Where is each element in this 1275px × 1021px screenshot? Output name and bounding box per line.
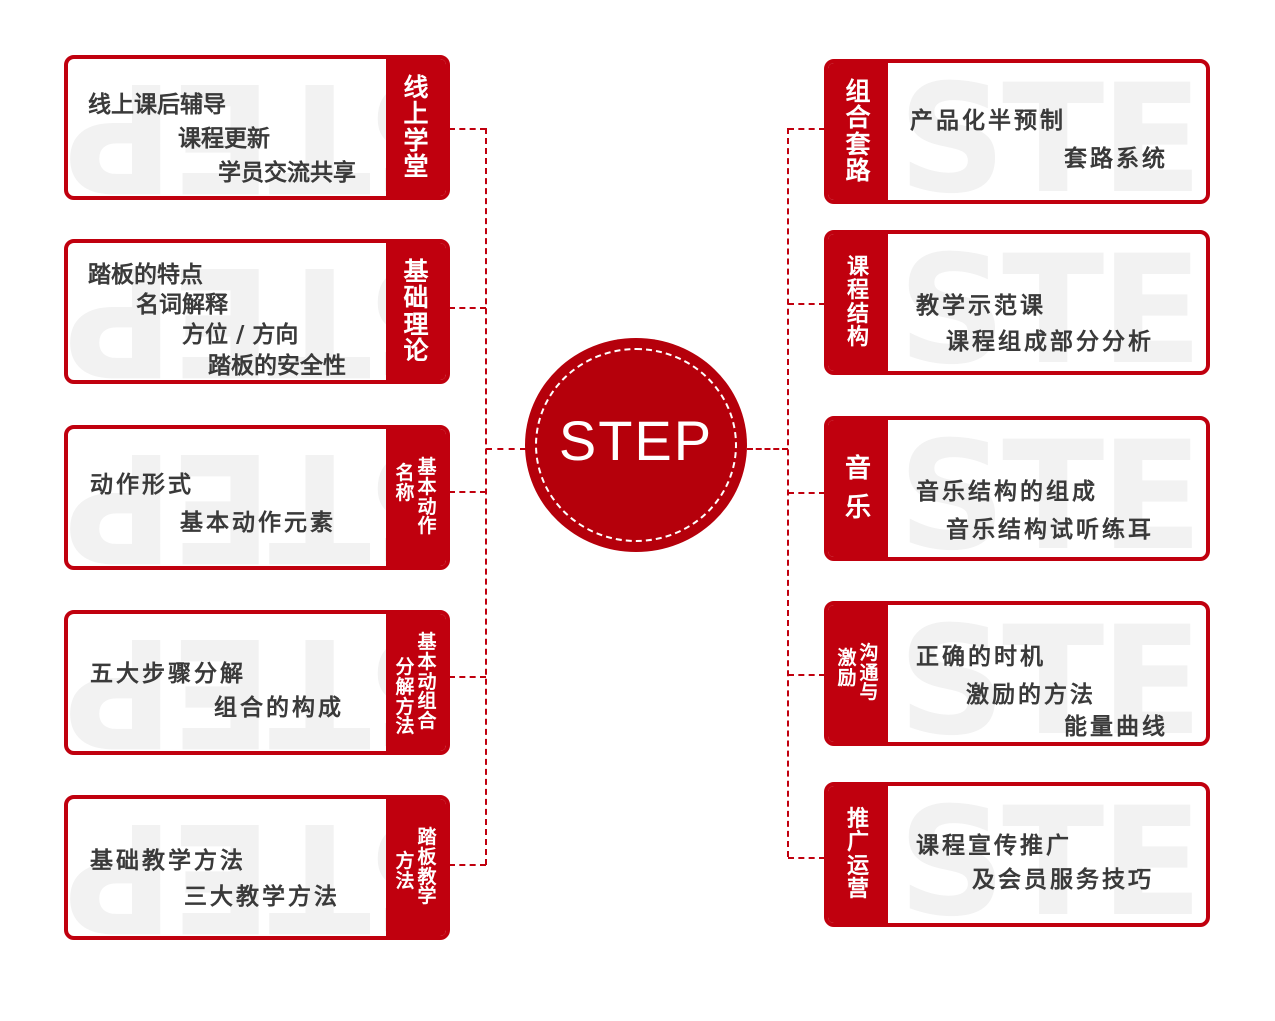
tab-label: 方法 — [395, 849, 415, 892]
left-connector-3 — [449, 491, 486, 493]
right-connector-1 — [788, 128, 825, 130]
line: 音乐结构的组成 — [916, 479, 1098, 505]
line: 踏板的安全性 — [208, 353, 346, 379]
right-connector-3 — [788, 492, 825, 494]
left-connector-2 — [449, 307, 486, 309]
line: 学员交流共享 — [218, 160, 356, 186]
tab-label: 激励 — [837, 646, 857, 689]
center-left-connector — [486, 448, 526, 450]
line: 课程更新 — [178, 126, 270, 152]
node-step-teaching-methods: STEP 方法 踏板教学 基础教学方法 三大教学方法 — [64, 795, 450, 940]
tab-label: 基本动组合 — [417, 630, 437, 733]
node-tab: 音乐 — [828, 420, 888, 557]
node-tab: 线上学堂 — [386, 59, 446, 196]
node-basic-moves: STEP 名称 基本动作 动作形式 基本动作元素 — [64, 425, 450, 570]
right-connector-2 — [788, 303, 825, 305]
left-connector-4 — [449, 676, 486, 678]
node-tab: 基础理论 — [386, 243, 446, 380]
line: 激励的方法 — [966, 682, 1096, 708]
node-tab: 课程结构 — [828, 234, 888, 371]
node-tab: 名称 基本动作 — [386, 429, 446, 566]
tab-label: 音乐 — [844, 453, 871, 523]
tab-label: 线上学堂 — [403, 73, 429, 181]
tab-label: 名称 — [395, 461, 415, 504]
line: 课程宣传推广 — [916, 833, 1072, 859]
node-tab: 组合套路 — [828, 63, 888, 200]
node-tab: 推广运营 — [828, 786, 888, 923]
tab-label: 推广运营 — [846, 807, 869, 902]
tab-label: 课程结构 — [846, 255, 869, 350]
node-combination-breakdown: STEP 分解方法 基本动组合 五大步骤分解 组合的构成 — [64, 610, 450, 755]
node-communication-motivation: STEP 激励 沟通与 正确的时机 激励的方法 能量曲线 — [824, 601, 1210, 746]
node-tab: 激励 沟通与 — [828, 605, 888, 742]
line: 及会员服务技巧 — [972, 867, 1154, 893]
left-connector-trunk — [485, 128, 487, 865]
node-tab: 分解方法 基本动组合 — [386, 614, 446, 751]
line: 动作形式 — [90, 472, 194, 498]
left-connector-5 — [449, 864, 486, 866]
line: 五大步骤分解 — [90, 661, 246, 687]
line: 名词解释 — [136, 292, 228, 318]
tab-label: 沟通与 — [859, 641, 879, 704]
left-connector-1 — [449, 128, 486, 130]
line: 课程组成部分分析 — [946, 329, 1154, 355]
line: 踏板的特点 — [88, 262, 203, 288]
node-online-academy: STEP 线上学堂 线上课后辅导 课程更新 学员交流共享 — [64, 55, 450, 200]
line: 基础教学方法 — [90, 848, 246, 874]
tab-label: 组合套路 — [845, 77, 871, 185]
line: 正确的时机 — [916, 644, 1046, 670]
right-connector-4 — [788, 674, 825, 676]
line: 组合的构成 — [214, 695, 344, 721]
line: 方位 / 方向 — [182, 322, 299, 348]
line: 能量曲线 — [1064, 714, 1168, 740]
line: 产品化半预制 — [910, 108, 1066, 134]
tab-label: 基础理论 — [403, 257, 429, 365]
tab-label: 踏板教学 — [417, 825, 437, 908]
line: 音乐结构试听练耳 — [946, 517, 1154, 543]
tab-label: 基本动作 — [417, 455, 437, 538]
line: 基本动作元素 — [180, 510, 336, 536]
line: 套路系统 — [1064, 146, 1168, 172]
right-connector-5 — [788, 857, 825, 859]
node-tab: 方法 踏板教学 — [386, 799, 446, 936]
center-step-circle: STEP — [525, 338, 747, 552]
center-dashed-ring — [535, 348, 737, 542]
center-title: STEP — [558, 409, 714, 472]
line: 教学示范课 — [916, 293, 1046, 319]
line: 线上课后辅导 — [88, 92, 226, 118]
node-music: STEP 音乐 音乐结构的组成 音乐结构试听练耳 — [824, 416, 1210, 561]
node-basic-theory: STEP 基础理论 踏板的特点 名词解释 方位 / 方向 踏板的安全性 — [64, 239, 450, 384]
tab-label: 分解方法 — [395, 655, 415, 738]
center-right-connector — [747, 448, 788, 450]
line: 三大教学方法 — [184, 884, 340, 910]
